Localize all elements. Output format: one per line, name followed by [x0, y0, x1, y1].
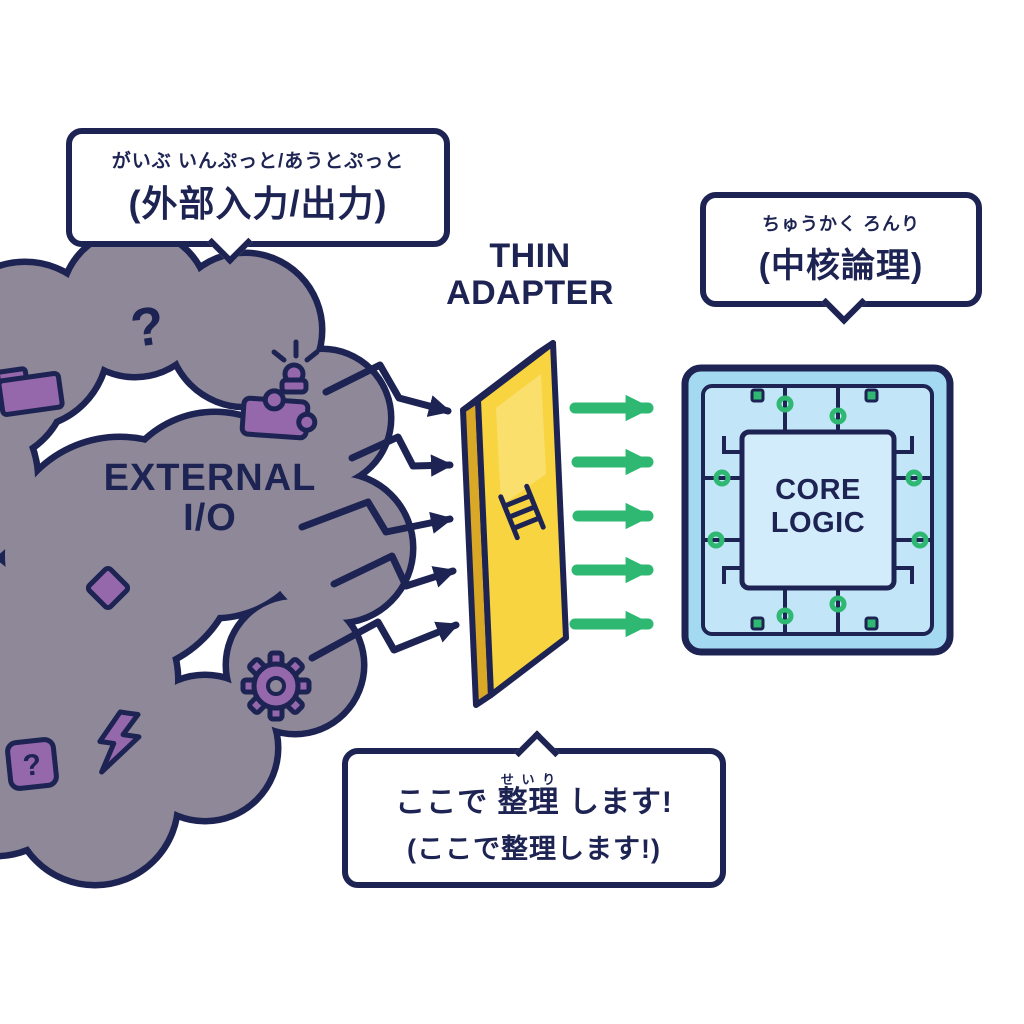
core-logic-furigana: ちゅうかく ろんり [761, 214, 920, 234]
thin-adapter-title: THIN ADAPTER [420, 238, 640, 311]
external-io-line2: I/O [183, 497, 237, 540]
lightning-bolt-icon [97, 709, 142, 775]
circuit-traces [705, 388, 930, 632]
external-io-line1: EXTERNAL [103, 457, 317, 499]
core-logic-japanese-label: (中核論理) [758, 247, 924, 285]
folder-icon [0, 366, 65, 417]
speech-bubble-external-io: がいぶ いんぷっと/あうとぷっと (外部入力/出力) [66, 128, 450, 265]
adapter-note-post: します! [559, 786, 673, 819]
svg-text:?: ? [21, 748, 43, 783]
external-io-cloud: ? [0, 232, 410, 882]
ladder-icon [498, 483, 546, 541]
speech-bubble-adapter-note: ここで 整理せいり します! (ここで整理します!) [342, 730, 726, 888]
puzzle-piece-icon [239, 388, 318, 441]
burst-icon [271, 339, 320, 395]
thin-adapter-panel [460, 340, 569, 708]
external-io-label: EXTERNAL I/O [85, 458, 335, 539]
core-logic-line2: LOGIC [770, 507, 866, 540]
gear-icon [240, 650, 312, 722]
green-arrows [569, 394, 654, 638]
diamond-icon [85, 565, 131, 611]
external-io-japanese-label: (外部入力/出力) [128, 183, 388, 224]
thin-adapter-title-line2: ADAPTER [446, 273, 614, 312]
thin-adapter-title-line1: THIN [489, 237, 571, 275]
core-logic-label: CORE LOGIC [742, 474, 894, 541]
core-logic-line1: CORE [775, 474, 861, 506]
external-io-furigana: がいぶ いんぷっと/あうとぷっと [111, 151, 405, 172]
adapter-note-line2: (ここで整理します!) [407, 834, 661, 864]
adapter-note-ruby: 整理せいり [497, 772, 560, 819]
core-logic-chip [681, 364, 954, 656]
question-box-icon: ? [5, 737, 59, 791]
zigzag-arrows [298, 361, 460, 662]
speech-bubble-core-logic: ちゅうかく ろんり (中核論理) [700, 192, 982, 325]
adapter-note-pre: ここで [395, 786, 498, 819]
adapter-note-line1: ここで 整理せいり します! [364, 772, 704, 821]
